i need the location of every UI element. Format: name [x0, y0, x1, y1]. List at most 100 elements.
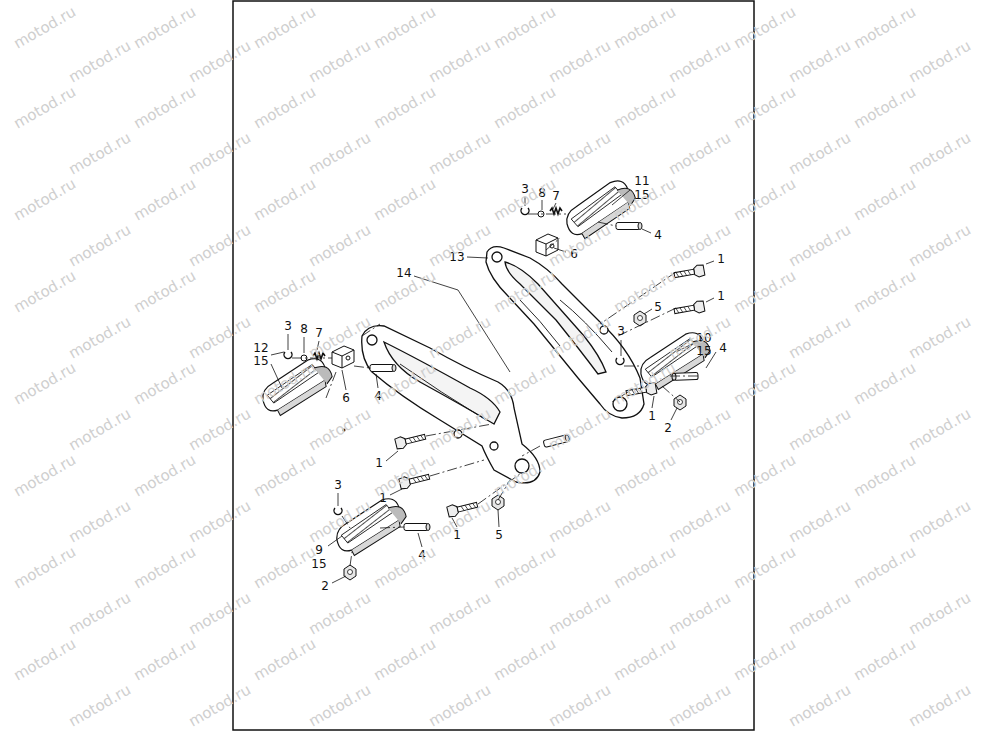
callout-number: 2	[320, 580, 330, 592]
watermark: motod.ru	[131, 544, 198, 591]
watermark: motod.ru	[786, 406, 853, 453]
watermark: motod.ru	[251, 452, 318, 499]
watermark: motod.ru	[11, 360, 78, 407]
watermark: motod.ru	[186, 130, 253, 177]
watermark: motod.ru	[66, 406, 133, 453]
watermark: motod.ru	[491, 544, 558, 591]
watermark: motod.ru	[906, 314, 973, 361]
watermark: motod.ru	[611, 268, 678, 315]
watermark: motod.ru	[66, 38, 133, 85]
watermark: motod.ru	[186, 222, 253, 269]
watermark: motod.ru	[611, 360, 678, 407]
watermark: motod.ru	[131, 452, 198, 499]
watermark: motod.ru	[611, 544, 678, 591]
watermark: motod.ru	[546, 314, 613, 361]
watermark: motod.ru	[546, 590, 613, 637]
watermark: motod.ru	[666, 38, 733, 85]
watermark: motod.ru	[731, 176, 798, 223]
watermark: motod.ru	[546, 38, 613, 85]
watermark: motod.ru	[131, 84, 198, 131]
callout-number: 4	[718, 342, 728, 354]
watermark: motod.ru	[251, 176, 318, 223]
watermark: motod.ru	[786, 498, 853, 545]
watermark: motod.ru	[186, 590, 253, 637]
watermark: motod.ru	[906, 590, 973, 637]
watermark: motod.ru	[611, 84, 678, 131]
callout-number: 3	[616, 325, 626, 337]
watermark: motod.ru	[371, 176, 438, 223]
watermark: motod.ru	[611, 452, 678, 499]
watermark: motod.ru	[66, 590, 133, 637]
watermark: motod.ru	[786, 38, 853, 85]
watermark: motod.ru	[546, 130, 613, 177]
watermark: motod.ru	[371, 636, 438, 683]
watermark: motod.ru	[186, 498, 253, 545]
callout-number: 6	[341, 392, 351, 404]
watermark: motod.ru	[66, 222, 133, 269]
watermark: motod.ru	[306, 406, 373, 453]
watermark: motod.ru	[11, 636, 78, 683]
watermark: motod.ru	[371, 544, 438, 591]
watermark: motod.ru	[666, 682, 733, 729]
watermark: motod.ru	[11, 452, 78, 499]
watermark: motod.ru	[906, 498, 973, 545]
watermark: motod.ru	[66, 682, 133, 729]
watermark: motod.ru	[251, 360, 318, 407]
watermark: motod.ru	[666, 130, 733, 177]
watermark: motod.ru	[491, 636, 558, 683]
watermark: motod.ru	[666, 498, 733, 545]
watermark: motod.ru	[786, 130, 853, 177]
callout-number: 1	[716, 253, 726, 265]
watermark: motod.ru	[306, 498, 373, 545]
watermark: motod.ru	[786, 222, 853, 269]
watermark: motod.ru	[251, 268, 318, 315]
callout-number: 8	[299, 323, 309, 335]
callout-number: 3	[283, 320, 293, 332]
watermark: motod.ru	[11, 268, 78, 315]
watermark: motod.ru	[851, 360, 918, 407]
watermark: motod.ru	[731, 452, 798, 499]
watermark: motod.ru	[611, 636, 678, 683]
watermark: motod.ru	[851, 84, 918, 131]
watermark: motod.ru	[11, 544, 78, 591]
watermark: motod.ru	[66, 314, 133, 361]
callout-number: 3	[333, 479, 343, 491]
watermark: motod.ru	[786, 682, 853, 729]
watermark: motod.ru	[731, 636, 798, 683]
watermark: motod.ru	[906, 38, 973, 85]
watermark: motod.ru	[731, 360, 798, 407]
watermark: motod.ru	[666, 590, 733, 637]
watermark: motod.ru	[546, 222, 613, 269]
watermark: motod.ru	[66, 498, 133, 545]
watermark: motod.ru	[11, 4, 78, 51]
watermark: motod.ru	[491, 84, 558, 131]
callout-number: 14	[395, 267, 412, 279]
watermark: motod.ru	[306, 38, 373, 85]
watermark: motod.ru	[611, 4, 678, 51]
watermark: motod.ru	[786, 590, 853, 637]
watermark: motod.ru	[11, 176, 78, 223]
watermark: motod.ru	[851, 4, 918, 51]
watermark: motod.ru	[131, 176, 198, 223]
watermark: motod.ru	[546, 682, 613, 729]
watermark: motod.ru	[131, 636, 198, 683]
watermark: motod.ru	[306, 682, 373, 729]
watermark: motod.ru	[666, 406, 733, 453]
callout-number: 4	[653, 229, 663, 241]
watermark: motod.ru	[731, 4, 798, 51]
watermark: motod.ru	[426, 682, 493, 729]
watermark: motod.ru	[186, 38, 253, 85]
callout-number: 11	[633, 175, 650, 187]
watermark: motod.ru	[851, 636, 918, 683]
watermark: motod.ru	[426, 590, 493, 637]
watermark: motod.ru	[906, 682, 973, 729]
watermark: motod.ru	[186, 682, 253, 729]
watermark: motod.ru	[11, 84, 78, 131]
callout-number: 1	[374, 457, 384, 469]
watermark: motod.ru	[306, 590, 373, 637]
watermark: motod.ru	[731, 544, 798, 591]
watermark: motod.ru	[851, 544, 918, 591]
watermark: motod.ru	[906, 222, 973, 269]
watermark: motod.ru	[906, 130, 973, 177]
